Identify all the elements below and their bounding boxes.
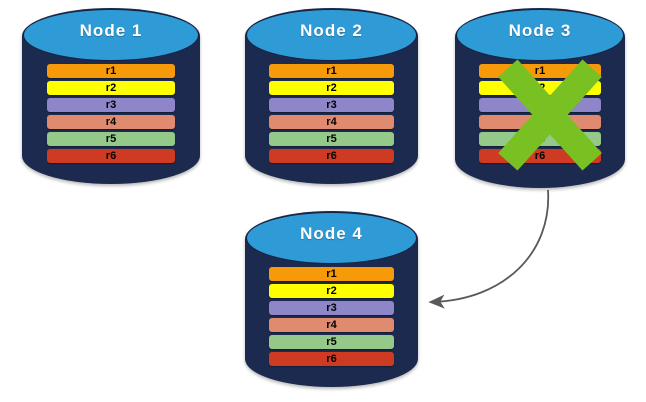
node-2-label: Node 2	[300, 21, 363, 40]
failover-arrow-path	[428, 189, 550, 309]
row-r2[interactable]: r2	[46, 81, 176, 95]
row-r3[interactable]: r3	[269, 301, 394, 315]
node-2-rows: r1 r2 r3 r4 r5 r6	[269, 64, 394, 163]
node-1-cylinder-top	[23, 9, 199, 61]
row-r6[interactable]: r6	[46, 149, 176, 163]
node-2-cylinder-top	[246, 9, 417, 61]
row-r2[interactable]: r2	[478, 81, 602, 95]
row-r1[interactable]: r1	[269, 64, 394, 78]
row-r3[interactable]: r3	[269, 98, 394, 112]
row-r5[interactable]: r5	[46, 132, 176, 146]
row-r4[interactable]: r4	[46, 115, 176, 129]
node-3[interactable]: Node 3 r1 r2 r3 r4 r5 r6	[455, 8, 625, 188]
node-4-rows: r1 r2 r3 r4 r5 r6	[269, 267, 394, 366]
node-4[interactable]: Node 4 r1 r2 r3 r4 r5 r6	[245, 211, 418, 387]
row-r2[interactable]: r2	[269, 284, 394, 298]
row-r1[interactable]: r1	[478, 64, 602, 78]
node-1-label: Node 1	[79, 21, 143, 40]
node-4-cylinder-top	[246, 212, 417, 264]
row-r4[interactable]: r4	[269, 115, 394, 129]
row-r6[interactable]: r6	[269, 149, 394, 163]
row-r2[interactable]: r2	[269, 81, 394, 95]
node-3-rows: r1 r2 r3 r4 r5 r6	[478, 64, 602, 163]
row-r3[interactable]: r3	[478, 98, 602, 112]
node-1-rows: r1 r2 r3 r4 r5 r6	[46, 64, 176, 163]
row-r5[interactable]: r5	[269, 132, 394, 146]
row-r4[interactable]: r4	[269, 318, 394, 332]
row-r5[interactable]: r5	[478, 132, 602, 146]
row-r1[interactable]: r1	[269, 267, 394, 281]
node-2[interactable]: Node 2 r1 r2 r3 r4 r5 r6	[245, 8, 418, 184]
node-3-label: Node 3	[508, 21, 572, 40]
row-r6[interactable]: r6	[269, 352, 394, 366]
row-r3[interactable]: r3	[46, 98, 176, 112]
node-4-label: Node 4	[300, 224, 363, 243]
row-r4[interactable]: r4	[478, 115, 602, 129]
row-r1[interactable]: r1	[46, 64, 176, 78]
row-r6[interactable]: r6	[478, 149, 602, 163]
node-1[interactable]: Node 1 r1 r2 r3 r4 r5 r6	[22, 8, 200, 184]
row-r5[interactable]: r5	[269, 335, 394, 349]
